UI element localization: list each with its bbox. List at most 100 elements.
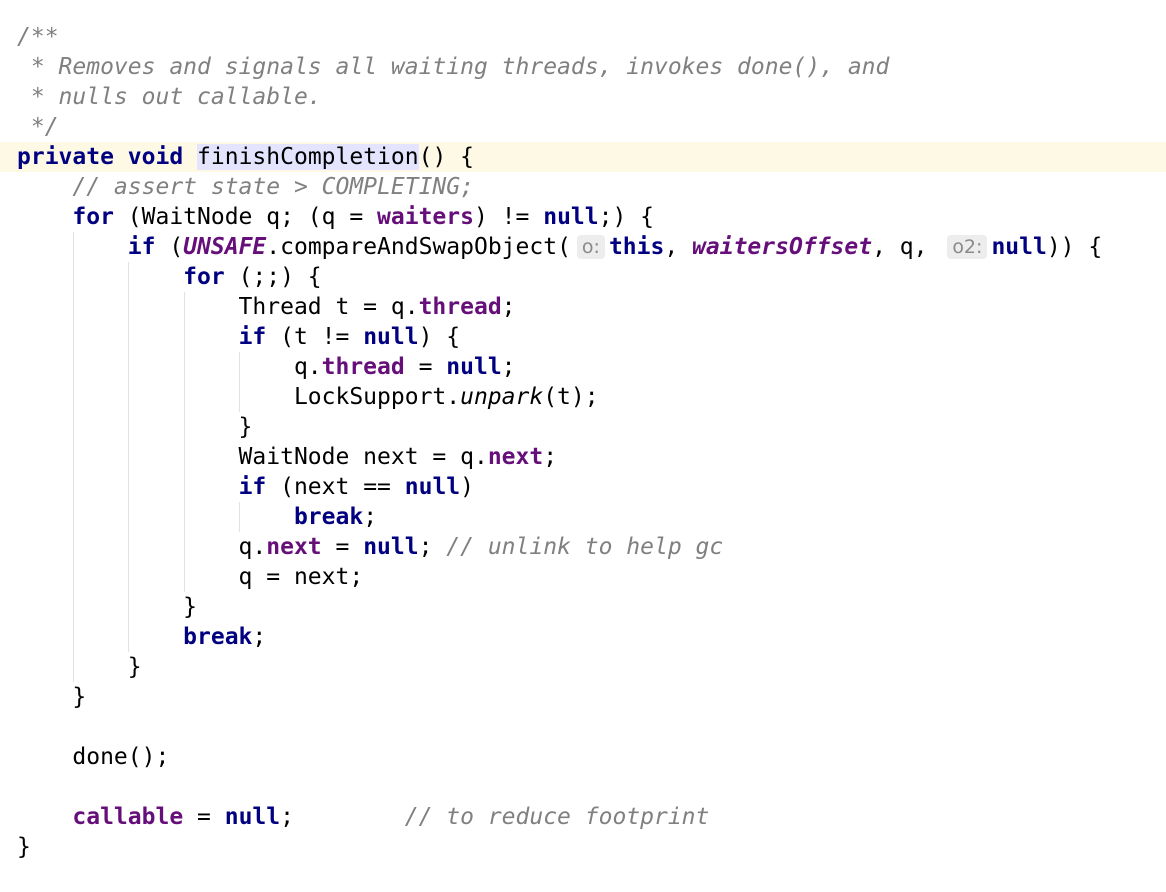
code-line[interactable]: Thread t = q.thread; <box>0 292 1166 322</box>
code-text: } <box>17 654 142 680</box>
code-line[interactable] <box>0 712 1166 742</box>
code-field: UNSAFE <box>183 234 267 260</box>
code-line[interactable]: } <box>0 832 1166 862</box>
code-text: q. <box>17 534 267 560</box>
code-text: } <box>17 834 31 860</box>
code-line[interactable]: */ <box>0 112 1166 142</box>
code-line[interactable] <box>0 772 1166 802</box>
code-line[interactable]: /** <box>0 22 1166 52</box>
indent-guide <box>128 442 130 472</box>
code-line[interactable]: callable = null; // to reduce footprint <box>0 802 1166 832</box>
indent-guide <box>72 232 74 262</box>
code-text <box>17 264 183 290</box>
code-text <box>17 804 72 830</box>
code-text: () { <box>418 144 474 170</box>
code-keyword: break <box>183 624 253 650</box>
code-line[interactable]: // assert state > COMPLETING; <box>0 172 1166 202</box>
code-keyword: break <box>293 504 364 530</box>
code-text: } <box>17 684 87 710</box>
code-text: (WaitNode q; (q = <box>113 204 378 230</box>
code-line[interactable]: * nulls out callable. <box>0 82 1166 112</box>
code-comment: * Removes and signals all waiting thread… <box>17 54 890 80</box>
code-line[interactable]: * Removes and signals all waiting thread… <box>0 52 1166 82</box>
indent-guide <box>72 592 74 622</box>
indent-guide <box>72 352 74 382</box>
code-text: ; <box>363 504 378 530</box>
code-line[interactable]: } <box>0 682 1166 712</box>
code-field: next <box>487 444 544 470</box>
code-text: , <box>664 234 693 260</box>
indent-guide <box>72 532 74 562</box>
code-text: ; <box>418 534 447 560</box>
code-text: = <box>183 804 225 830</box>
indent-guide <box>128 412 130 442</box>
code-text: WaitNode next = q. <box>17 444 488 470</box>
indent-guide <box>72 382 74 412</box>
code-line[interactable]: LockSupport.unpark(t); <box>0 382 1166 412</box>
code-text: Thread t = q. <box>17 294 419 320</box>
code-text: ; <box>543 444 558 470</box>
code-line[interactable]: if (t != null) { <box>0 322 1166 352</box>
code-text <box>17 204 72 230</box>
code-comment: // assert state > COMPLETING; <box>72 174 474 200</box>
code-text: ( <box>155 234 184 260</box>
code-keyword: for <box>183 264 225 290</box>
code-field: thread <box>321 354 405 380</box>
code-text: (next == <box>266 474 405 500</box>
indent-guide <box>72 652 74 682</box>
indent-guide <box>239 502 241 532</box>
code-keyword: null <box>224 804 281 830</box>
code-keyword: if <box>238 324 267 350</box>
indent-guide <box>128 322 130 352</box>
code-field: next <box>266 534 322 560</box>
code-text <box>183 144 197 170</box>
indent-guide <box>72 322 74 352</box>
code-text: , q, <box>872 234 942 260</box>
code-line[interactable]: } <box>0 412 1166 442</box>
code-line[interactable]: WaitNode next = q.next; <box>0 442 1166 472</box>
code-line[interactable]: } <box>0 592 1166 622</box>
indent-guide <box>239 382 241 412</box>
code-text: = <box>321 534 364 560</box>
indent-guide <box>239 352 241 382</box>
indent-guide <box>183 352 185 382</box>
code-editor[interactable]: /** * Removes and signals all waiting th… <box>0 22 1166 862</box>
code-keyword: void <box>127 144 184 170</box>
indent-guide <box>128 472 130 502</box>
indent-guide <box>72 562 74 592</box>
code-text: ; <box>501 294 516 320</box>
code-keyword: private <box>17 144 114 170</box>
indent-guide <box>72 502 74 532</box>
code-line[interactable]: private void finishCompletion() { <box>0 142 1166 172</box>
indent-guide <box>72 262 74 292</box>
indent-guide <box>183 562 185 592</box>
parameter-hint: o2: <box>947 235 988 259</box>
code-keyword: null <box>446 354 502 380</box>
code-line[interactable]: } <box>0 652 1166 682</box>
indent-guide <box>72 622 74 652</box>
code-text: ) { <box>418 324 461 350</box>
code-line[interactable]: for (WaitNode q; (q = waiters) != null;)… <box>0 202 1166 232</box>
indent-guide <box>183 442 185 472</box>
code-line[interactable]: if (UNSAFE.compareAndSwapObject(o:this, … <box>0 232 1166 262</box>
indent-guide <box>72 412 74 442</box>
code-line[interactable]: if (next == null) <box>0 472 1166 502</box>
code-keyword: null <box>363 324 419 350</box>
code-line[interactable]: for (;;) { <box>0 262 1166 292</box>
code-text: q. <box>17 354 322 380</box>
code-line[interactable]: q = next; <box>0 562 1166 592</box>
code-line[interactable]: q.next = null; // unlink to help gc <box>0 532 1166 562</box>
code-text <box>17 624 183 650</box>
indent-guide <box>183 412 185 442</box>
code-line[interactable]: break; <box>0 502 1166 532</box>
code-comment: // to reduce footprint <box>404 804 710 830</box>
indent-guide <box>183 472 185 502</box>
code-line[interactable]: q.thread = null; <box>0 352 1166 382</box>
indent-guide <box>128 592 130 622</box>
code-keyword: null <box>404 474 461 500</box>
code-field: callable <box>72 804 184 830</box>
code-line[interactable]: done(); <box>0 742 1166 772</box>
code-line[interactable]: break; <box>0 622 1166 652</box>
indent-guide <box>128 622 130 652</box>
code-text: )) { <box>1046 234 1103 260</box>
